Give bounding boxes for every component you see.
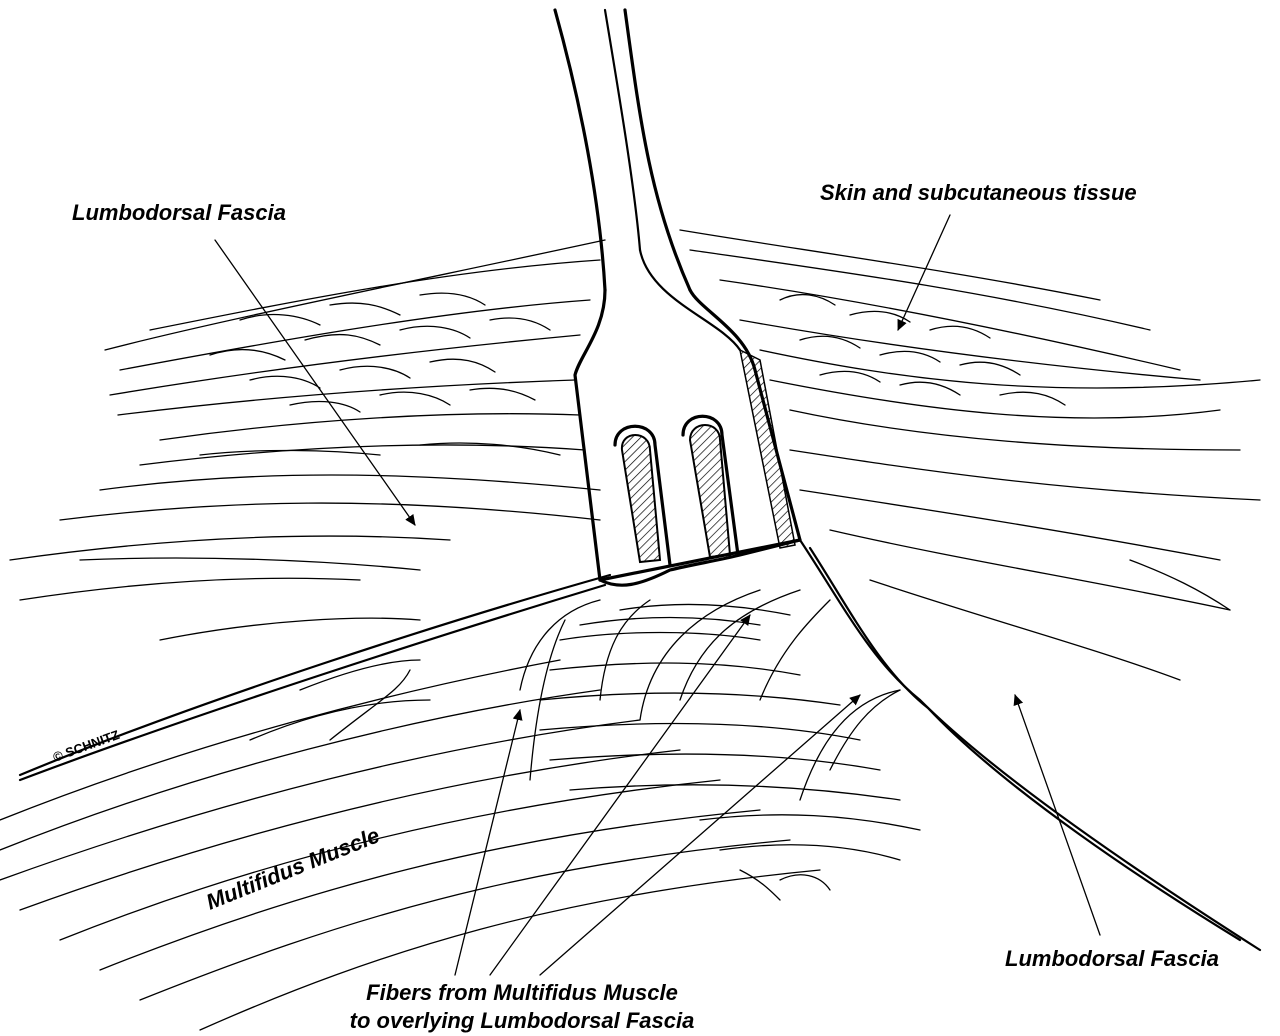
arrow-lumbodorsal-left: [214, 239, 416, 526]
skin-flap-right: [679, 229, 1261, 451]
fascia-layers-right: [789, 449, 1261, 681]
annotation-arrows: [214, 214, 1101, 976]
label-lumbodorsal-fascia-right: Lumbodorsal Fascia: [1005, 946, 1219, 971]
arrow-fibers-2: [489, 614, 751, 976]
arrow-lumbodorsal-right: [1013, 694, 1101, 936]
retractor: [553, 8, 802, 587]
label-skin-subcutaneous: Skin and subcutaneous tissue: [820, 180, 1137, 205]
fascia-edges: [18, 538, 1262, 952]
fascia-layers-left: [9, 474, 601, 641]
label-lumbodorsal-fascia-left: Lumbodorsal Fascia: [72, 200, 286, 225]
label-fibers-line1: Fibers from Multifidus Muscle: [366, 980, 678, 1005]
arrow-fibers-3: [539, 694, 861, 976]
arrow-skin: [897, 214, 951, 331]
skin-flap-left: [104, 239, 606, 466]
fascial-fiber-strands: [519, 589, 901, 801]
label-fibers-line2: to overlying Lumbodorsal Fascia: [350, 1008, 695, 1033]
multifidus-fibers: [0, 603, 921, 1031]
arrow-fibers-1: [454, 709, 523, 976]
label-multifidus-muscle: Multifidus Muscle: [203, 822, 383, 914]
